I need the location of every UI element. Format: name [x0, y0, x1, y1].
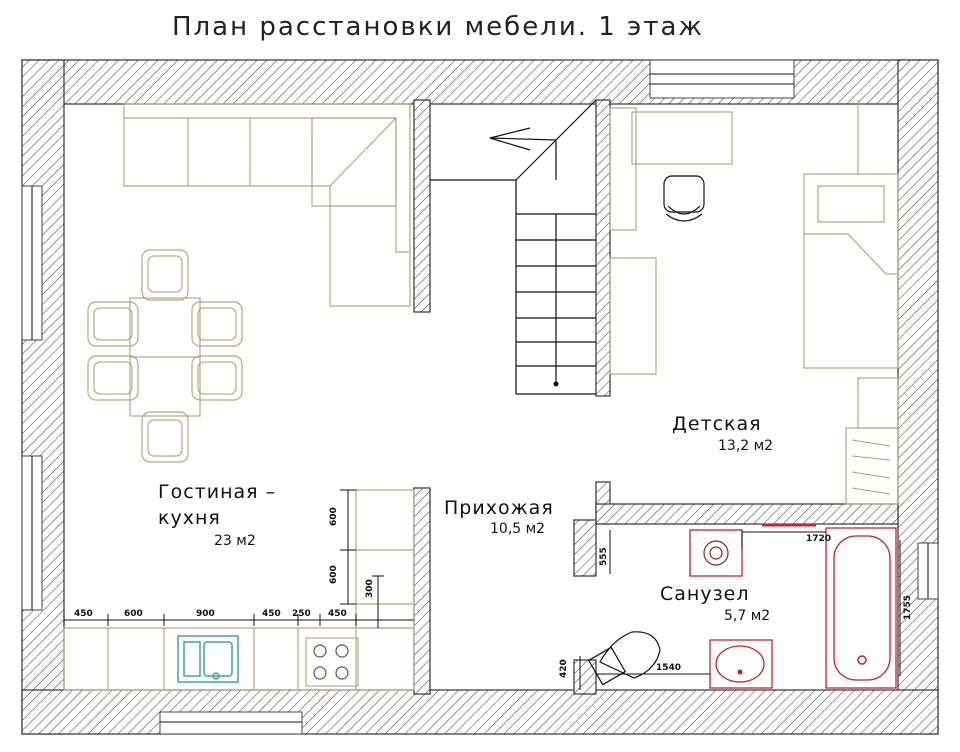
wall-bath-left-low: [573, 659, 597, 695]
dim-kitchen-3: 450: [262, 609, 281, 619]
toilet: [587, 631, 661, 686]
kitchen-dimension-line: [63, 614, 414, 626]
hall-label: Прихожая: [444, 497, 554, 519]
dim-kitchen-0: 450: [74, 609, 93, 619]
outer-walls: [21, 59, 939, 735]
chair-right-1: [191, 301, 243, 347]
bathroom-fixtures: [579, 523, 901, 690]
dim-bath-top: 1720: [806, 534, 831, 544]
window-bottom: [159, 711, 303, 735]
plan-title: План расстановки мебели. 1 этаж: [172, 12, 704, 42]
wall-hall-left: [413, 487, 431, 695]
dim-cabinet-v3: 300: [365, 579, 375, 598]
chair-right-2: [191, 355, 243, 401]
corner-sofa: [123, 103, 411, 307]
kids-furniture: [609, 100, 899, 505]
living-label-1: Гостиная –: [158, 481, 276, 503]
cooktop: [305, 637, 359, 687]
wall-stair-left: [413, 99, 431, 313]
wall-bath-left: [573, 519, 597, 577]
room-labels: Гостиная – кухня 23 м2 Прихожая 10,5 м2 …: [158, 413, 773, 624]
dim-kitchen-4: 250: [292, 609, 311, 619]
kitchen-sink: [177, 635, 239, 683]
hall-area: 10,5 м2: [490, 521, 545, 537]
interior-walls: [413, 99, 899, 695]
chair-bottom: [141, 411, 189, 463]
desk-chair: [663, 175, 705, 222]
wall-bottom: [21, 689, 939, 735]
window-top: [649, 59, 795, 99]
wall-stair-right: [595, 99, 611, 397]
dim-bath-left: 555: [599, 547, 609, 566]
windows: [21, 59, 939, 735]
dim-bath-low: 420: [559, 659, 569, 678]
chair-top: [141, 249, 189, 301]
living-label-2: кухня: [158, 507, 221, 529]
bath-label: Санузел: [660, 583, 750, 605]
dim-bath-bottom: 1540: [656, 663, 681, 673]
dim-cabinet-v2: 600: [329, 565, 339, 584]
chair-left-1: [87, 301, 139, 347]
wall-top: [21, 59, 939, 105]
dim-kitchen-2: 900: [196, 609, 215, 619]
dimension-labels: 450 600 900 450 250 450 600 600 300 1720…: [74, 507, 913, 678]
wall-bath-top: [595, 503, 899, 525]
staircase: [430, 99, 597, 395]
kids-label: Детская: [672, 413, 762, 435]
dim-bath-side: 1755: [903, 595, 913, 620]
chair-left-2: [87, 355, 139, 401]
dim-kitchen-5: 450: [328, 609, 347, 619]
dim-cabinet-v1: 600: [329, 507, 339, 526]
dining-set: [87, 249, 243, 463]
kids-area: 13,2 м2: [718, 438, 773, 454]
wall-left: [21, 59, 65, 735]
living-area: 23 м2: [214, 533, 256, 549]
bath-area: 5,7 м2: [724, 608, 770, 624]
dim-kitchen-1: 600: [124, 609, 143, 619]
kitchen-counter: [63, 489, 415, 691]
wall-right: [897, 59, 939, 735]
